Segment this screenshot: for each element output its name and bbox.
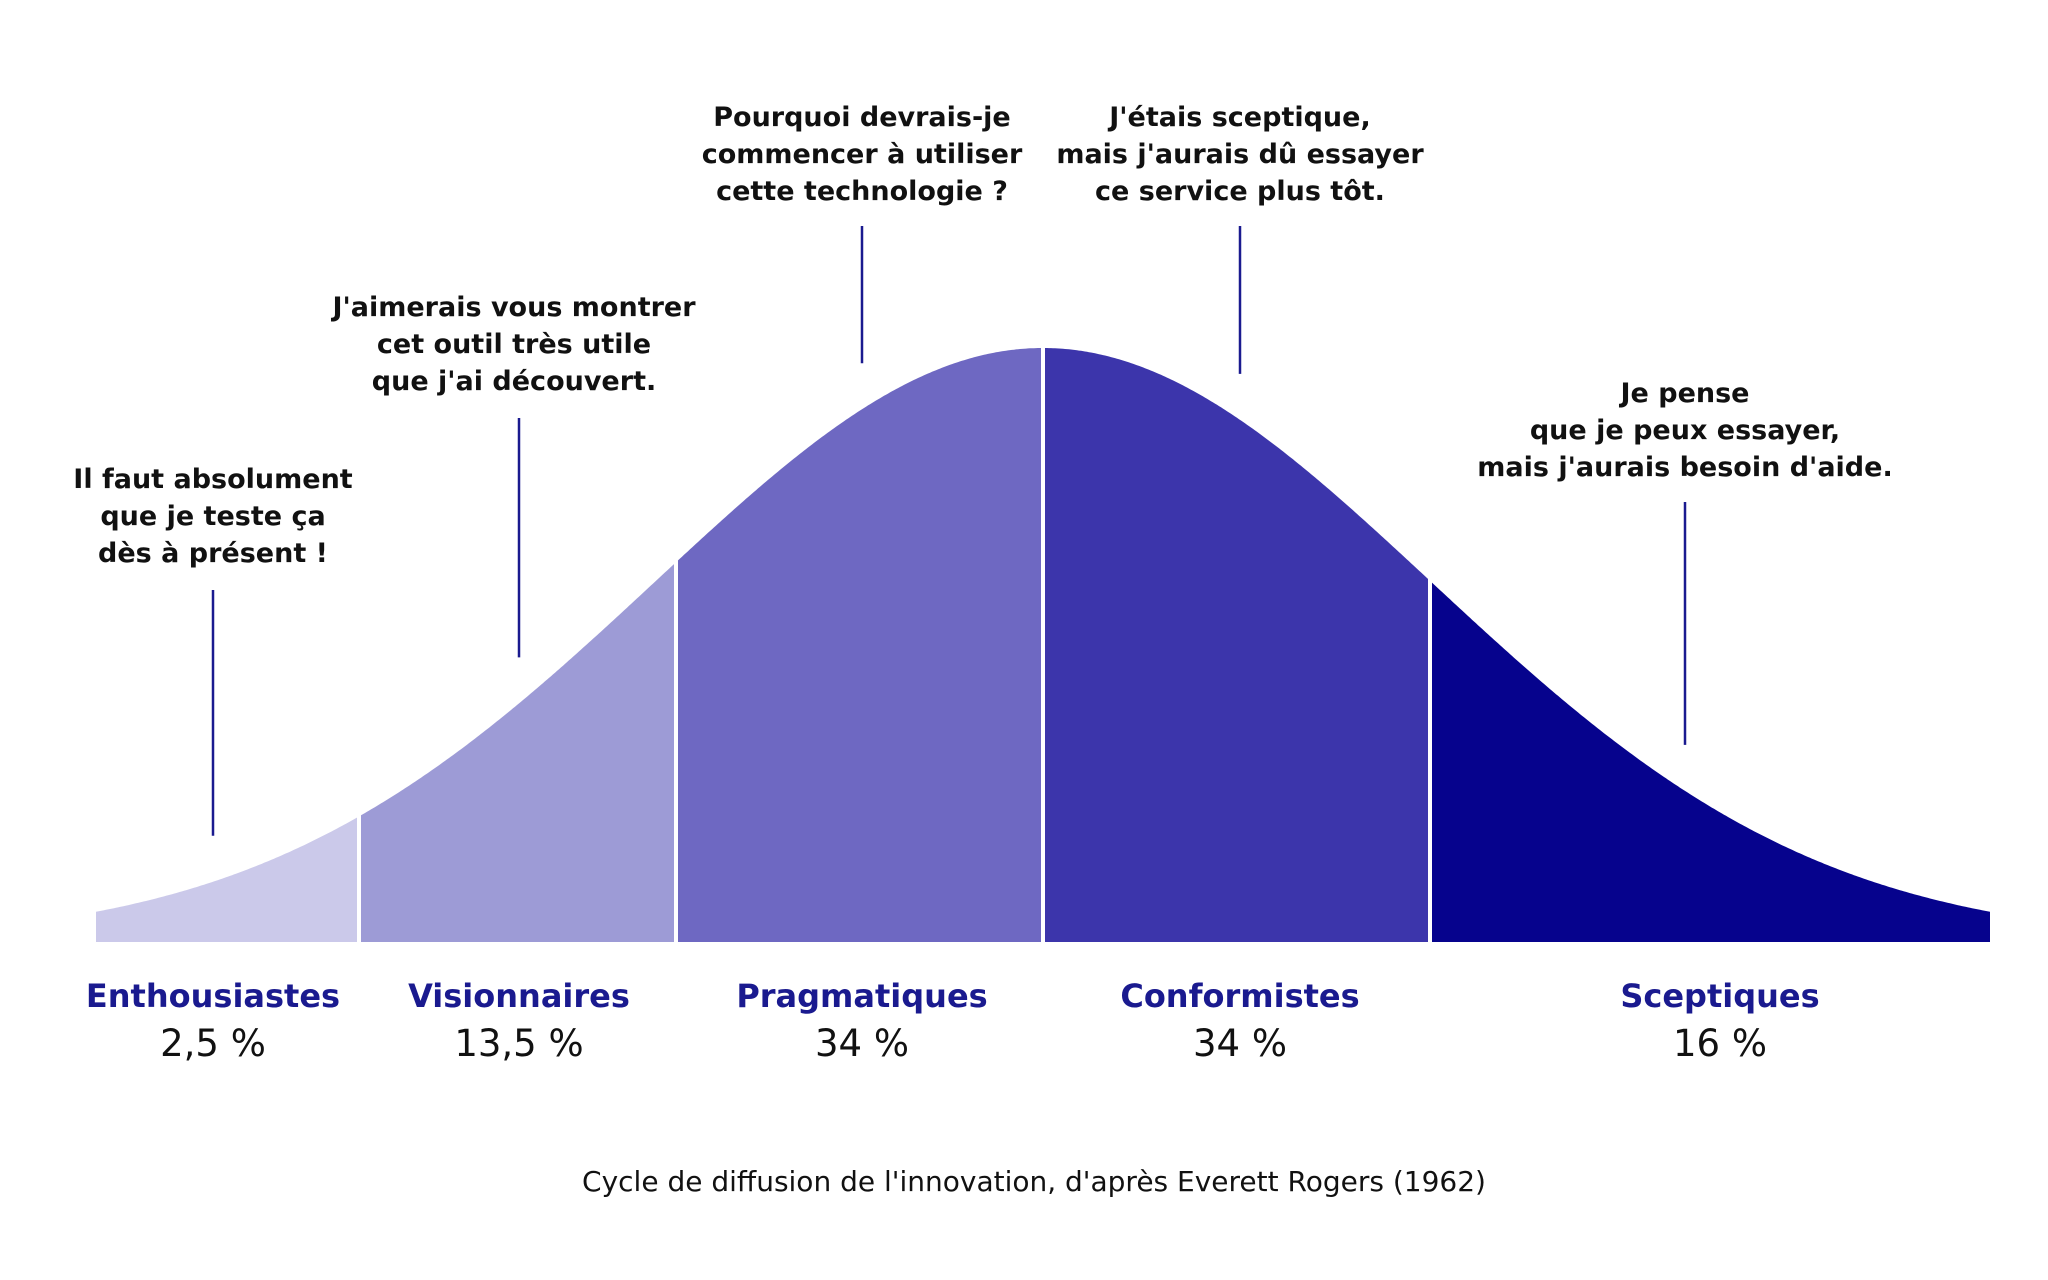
quotes: Il faut absolument que je teste ça dès à p… bbox=[73, 102, 1892, 569]
quote-line: que j'ai découvert. bbox=[372, 366, 656, 397]
segment-pragmatiques bbox=[676, 348, 1043, 942]
category-name: Visionnaires bbox=[408, 977, 630, 1015]
quote-line: Il faut absolument bbox=[73, 464, 353, 495]
category-name: Sceptiques bbox=[1620, 977, 1819, 1015]
category-percent: 34 % bbox=[1193, 1022, 1287, 1065]
segment-enthousiastes bbox=[96, 816, 359, 942]
quote-line: que je peux essayer, bbox=[1530, 415, 1840, 446]
quote-line: ce service plus tôt. bbox=[1095, 176, 1385, 207]
category-percent: 2,5 % bbox=[160, 1022, 266, 1065]
quote-line: mais j'aurais dû essayer bbox=[1056, 139, 1424, 170]
quote-line: mais j'aurais besoin d'aide. bbox=[1477, 452, 1892, 483]
category-percent: 13,5 % bbox=[454, 1022, 583, 1065]
category-labels: Enthousiastes 2,5 % Visionnaires 13,5 % Prag… bbox=[86, 977, 1820, 1065]
category-name: Pragmatiques bbox=[736, 977, 987, 1015]
quote-line: cette technologie ? bbox=[716, 176, 1008, 207]
category-percent: 16 % bbox=[1673, 1022, 1767, 1065]
quote-line: cet outil très utile bbox=[377, 329, 651, 360]
segment-dividers bbox=[357, 346, 1432, 942]
category-name: Conformistes bbox=[1120, 977, 1359, 1015]
quote-line: commencer à utiliser bbox=[702, 139, 1023, 170]
quote-line: J'étais sceptique, bbox=[1107, 102, 1370, 133]
segment-visionnaires bbox=[359, 562, 676, 942]
chart-caption: Cycle de diffusion de l'innovation, d'ap… bbox=[582, 1165, 1486, 1198]
quote-line: dès à présent ! bbox=[98, 538, 328, 569]
curve-segments bbox=[96, 348, 1990, 942]
category-name: Enthousiastes bbox=[86, 977, 340, 1015]
segment-sceptiques bbox=[1430, 580, 1990, 942]
quote-leader-lines bbox=[211, 226, 1687, 836]
segment-conformistes bbox=[1043, 348, 1430, 942]
quote-line: Je pense bbox=[1618, 378, 1749, 409]
quote-line: Pourquoi devrais-je bbox=[713, 102, 1011, 133]
quote-line: J'aimerais vous montrer bbox=[330, 292, 696, 323]
category-percent: 34 % bbox=[815, 1022, 909, 1065]
quote-line: que je teste ça bbox=[100, 501, 325, 532]
